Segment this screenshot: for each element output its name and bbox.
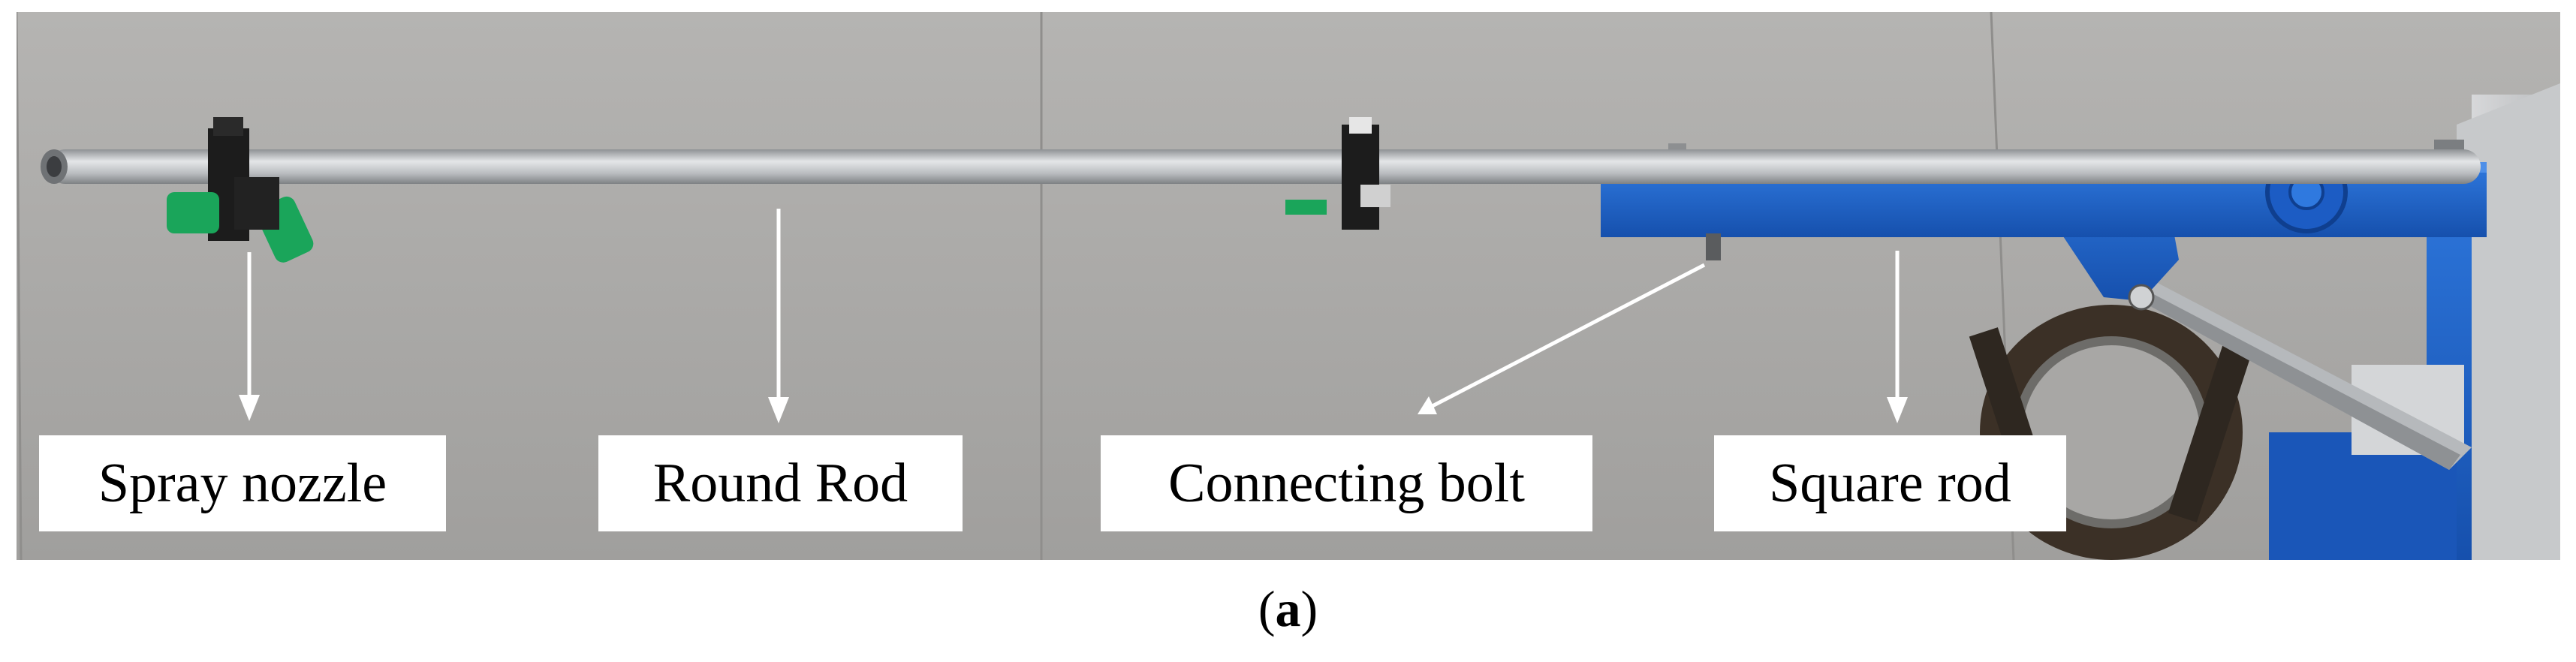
arrow-diagonal-icon xyxy=(1418,263,1706,414)
label-connecting-bolt: Connecting bolt xyxy=(1101,435,1592,531)
connecting-bolt-head xyxy=(1706,233,1721,260)
arrow-down-icon xyxy=(239,252,260,421)
figure-caption: (a) xyxy=(0,579,2576,639)
round-rod xyxy=(41,149,2481,184)
arrow-down-icon xyxy=(768,209,789,423)
caption-open-paren: ( xyxy=(1258,580,1276,637)
caption-close-paren: ) xyxy=(1300,580,1318,637)
rod-clamp xyxy=(1285,117,1390,230)
caption-letter: a xyxy=(1275,580,1301,637)
label-spray-nozzle: Spray nozzle xyxy=(39,435,446,531)
floor-tile-seam xyxy=(17,12,23,560)
label-square-rod: Square rod xyxy=(1714,435,2066,531)
arrow-down-icon xyxy=(1887,251,1908,423)
label-round-rod: Round Rod xyxy=(598,435,963,531)
spray-nozzle xyxy=(167,117,314,263)
